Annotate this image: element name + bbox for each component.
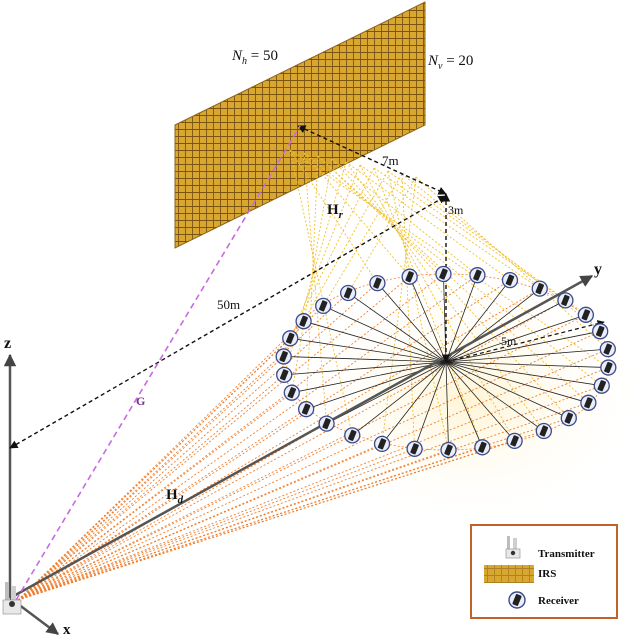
receiver [406, 440, 423, 457]
receiver [315, 297, 332, 315]
legend-transmitter-label: Transmitter [538, 548, 595, 560]
spoke [445, 288, 540, 363]
tx-link [17, 374, 285, 601]
legend: Transmitter IRS Receiver [470, 524, 618, 619]
radius-distance [445, 320, 605, 363]
tx-link [17, 408, 307, 601]
tx-link [17, 348, 608, 601]
tx-link [17, 300, 566, 601]
receiver [373, 435, 391, 453]
nh-label: Nh = 50 [232, 48, 278, 67]
receiver [506, 432, 523, 450]
irs-link [303, 152, 603, 387]
receiver [283, 384, 300, 401]
spoke [445, 300, 566, 363]
spoke [445, 275, 478, 363]
g-label: G [136, 394, 146, 408]
spoke [445, 348, 608, 363]
receiver [440, 441, 457, 459]
z-axis-label: z [4, 335, 12, 352]
legend-receiver-label: Receiver [538, 595, 579, 607]
transmitter-icon [505, 536, 521, 559]
spoke [445, 361, 483, 448]
receiver [276, 366, 293, 384]
spoke [445, 361, 545, 432]
receiver [501, 271, 519, 289]
receiver [535, 422, 552, 440]
legend-row-receiver: Receiver [472, 591, 616, 616]
receiver [577, 306, 595, 323]
receiver [593, 377, 610, 394]
receiver [435, 265, 452, 283]
transmitter [2, 582, 22, 615]
tx-link [17, 423, 327, 601]
irs-link [415, 176, 609, 350]
irs-link [303, 152, 410, 277]
receiver [275, 348, 292, 365]
irs-panel [174, 1, 426, 249]
legend-row-transmitter: Transmitter [472, 536, 616, 564]
tx-link [17, 443, 383, 601]
tx-link [17, 292, 349, 601]
x-axis-label: x [63, 622, 71, 638]
tx-link [17, 356, 284, 601]
spoke [445, 314, 586, 363]
tx-link [17, 367, 609, 601]
irs-link [387, 170, 587, 316]
receiver [318, 415, 335, 432]
spoke [445, 361, 569, 419]
receiver [474, 439, 491, 456]
receiver [369, 274, 386, 292]
irs-icon [484, 565, 534, 583]
spoke [445, 279, 511, 363]
irs-to-center-distance [297, 125, 447, 195]
receiver [344, 427, 361, 444]
tx-link [17, 314, 587, 601]
receiver [560, 409, 577, 427]
tx-link [17, 392, 293, 601]
tx-link [17, 440, 515, 601]
legend-row-irs: IRS [472, 565, 616, 592]
irs-height-label: 3m [448, 203, 464, 217]
receiver [580, 394, 597, 411]
g-link [15, 125, 301, 601]
tx-link [17, 448, 415, 601]
receiver-icon [508, 591, 526, 609]
radius-label: 5m [501, 334, 517, 348]
irs-to-center-label: 7m [382, 153, 399, 168]
spoke [445, 361, 515, 442]
irs-link [345, 161, 511, 281]
receiver [340, 284, 357, 302]
spoke [445, 361, 602, 387]
receivers [275, 265, 617, 459]
tx-link [17, 305, 324, 601]
hr-label: Hr [327, 202, 343, 221]
tx-link [17, 330, 601, 601]
receiver [557, 292, 574, 309]
hd-label: Hd [166, 487, 184, 506]
spoke [445, 330, 601, 363]
receiver [297, 401, 315, 418]
nv-label: Nv = 20 [428, 53, 474, 72]
receiver [600, 359, 617, 376]
irs-link [373, 167, 566, 301]
receiver [592, 323, 609, 340]
tx-link [17, 273, 444, 601]
receiver [599, 340, 616, 358]
receiver [531, 280, 548, 297]
receiver [469, 267, 486, 284]
receiver [282, 330, 299, 347]
receiver [295, 313, 312, 330]
legend-irs-label: IRS [538, 568, 557, 580]
spoke [445, 361, 589, 404]
tx-to-center-label: 50m [217, 297, 241, 312]
receiver [401, 268, 418, 285]
y-axis-label: y [594, 261, 602, 278]
tx-link [17, 288, 540, 601]
tx-link [17, 434, 353, 601]
tx-link [17, 446, 483, 601]
spoke [445, 361, 609, 368]
